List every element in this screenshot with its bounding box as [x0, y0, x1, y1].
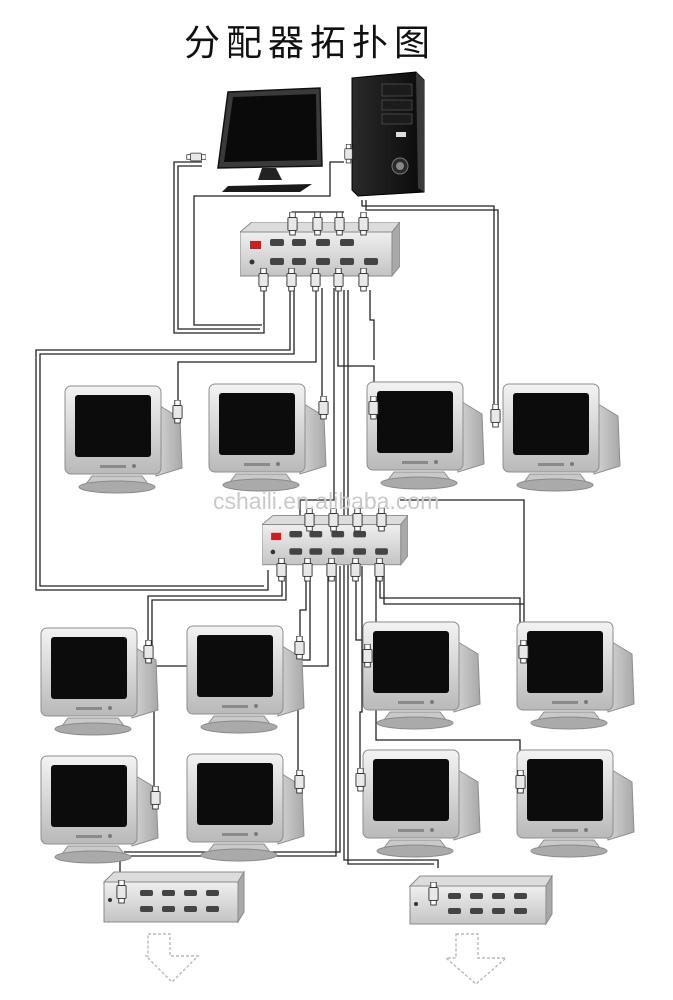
watermark: cshaili.en.alibaba.com [213, 488, 440, 514]
page-title: 分配器拓扑图 [183, 23, 436, 64]
crt-row-1 [64, 381, 621, 494]
crt-row-2 [40, 621, 635, 736]
vga-splitter-2 [262, 508, 408, 582]
crt-row-3 [40, 749, 635, 864]
down-arrow-right [444, 933, 508, 985]
bottom-splitter-right [408, 874, 553, 926]
vga-splitter-1 [240, 212, 400, 292]
pc-tower [344, 71, 425, 197]
down-arrow-left [144, 933, 200, 983]
source-lcd-monitor [186, 87, 323, 192]
bottom-splitter-left [102, 870, 245, 924]
